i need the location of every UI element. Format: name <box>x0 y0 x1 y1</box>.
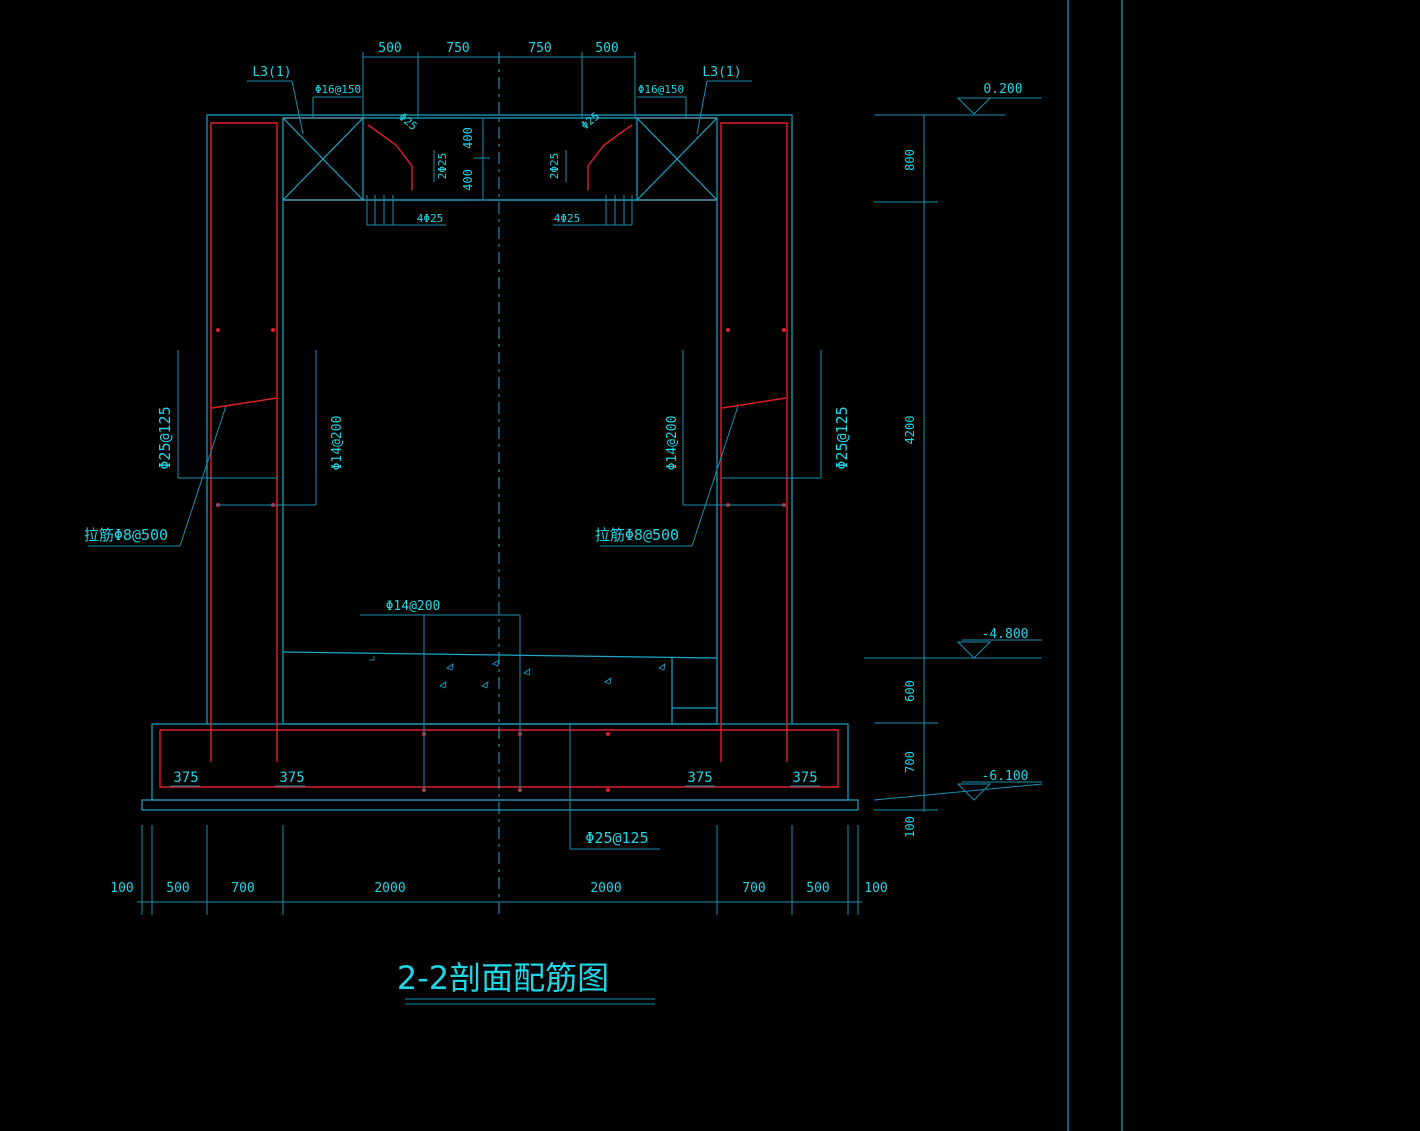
right-dim-5: 100 <box>903 816 917 838</box>
stirrup-label-right: Φ16@150 <box>638 83 684 96</box>
bottom-dim-4: 2000 <box>374 881 405 896</box>
top-dim-3: 750 <box>528 41 551 56</box>
bottom-dim-1: 100 <box>110 881 133 896</box>
bottom-dim-8: 100 <box>864 881 887 896</box>
right-dimension-line <box>864 97 1043 812</box>
beam-haunches <box>282 117 718 201</box>
wall-outer-rebar-left: Φ25@125 <box>156 406 174 469</box>
top-dim-1: 500 <box>378 41 401 56</box>
right-dim-1: 800 <box>903 149 917 171</box>
leader-lines <box>88 80 822 850</box>
anchor-dim-2: 375 <box>279 770 304 786</box>
top-dimension-line <box>362 52 636 118</box>
concrete-outline <box>141 114 859 811</box>
elevation-mid: -4.800 <box>982 627 1029 642</box>
anchor-dim-4: 375 <box>792 770 817 786</box>
stirrup-label-left: Φ16@150 <box>315 83 361 96</box>
slab-bottom-rebar-label: Φ25@125 <box>585 829 648 847</box>
bottom-dim-5: 2000 <box>590 881 621 896</box>
bottom-dim-7: 500 <box>806 881 829 896</box>
anchor-dim-3: 375 <box>687 770 712 786</box>
top-dim-2: 750 <box>446 41 469 56</box>
right-dim-4: 700 <box>903 751 917 773</box>
slab-top-rebar-label: Φ14@200 <box>386 599 441 614</box>
right-dim-3: 600 <box>903 680 917 702</box>
bottom-dim-6: 700 <box>742 881 765 896</box>
tie-bar-label-right: 拉筋Φ8@500 <box>595 526 679 544</box>
top-dim-4: 500 <box>595 41 618 56</box>
bottom-dim-2: 500 <box>166 881 189 896</box>
side-bar-label-right: 2Φ25 <box>548 153 561 180</box>
haunch-label-left: Φ25 <box>396 110 420 133</box>
bottom-bar-label-right: 4Φ25 <box>554 212 581 225</box>
bottom-bar-label-left: 4Φ25 <box>417 212 444 225</box>
beam-dim-top: 400 <box>461 127 475 149</box>
beam-label-right: L3(1) <box>702 65 741 80</box>
bottom-dimension-line <box>137 825 862 915</box>
tie-bar-label-left: 拉筋Φ8@500 <box>84 526 168 544</box>
side-bar-label-left: 2Φ25 <box>436 153 449 180</box>
anchor-dim-1: 375 <box>173 770 198 786</box>
right-dim-2: 4200 <box>903 416 917 445</box>
elevation-bottom: -6.100 <box>982 769 1029 784</box>
elevation-top: 0.200 <box>983 82 1022 97</box>
slab-hatch <box>369 656 666 689</box>
bottom-dim-3: 700 <box>231 881 254 896</box>
wall-outer-rebar-right: Φ25@125 <box>833 406 851 469</box>
beam-dim-bottom: 400 <box>461 169 475 191</box>
wall-inner-rebar-left: Φ14@200 <box>330 416 345 471</box>
wall-inner-rebar-right: Φ14@200 <box>665 416 680 471</box>
beam-label-left: L3(1) <box>252 65 291 80</box>
drawing-title: 2-2剖面配筋图 <box>397 959 609 997</box>
